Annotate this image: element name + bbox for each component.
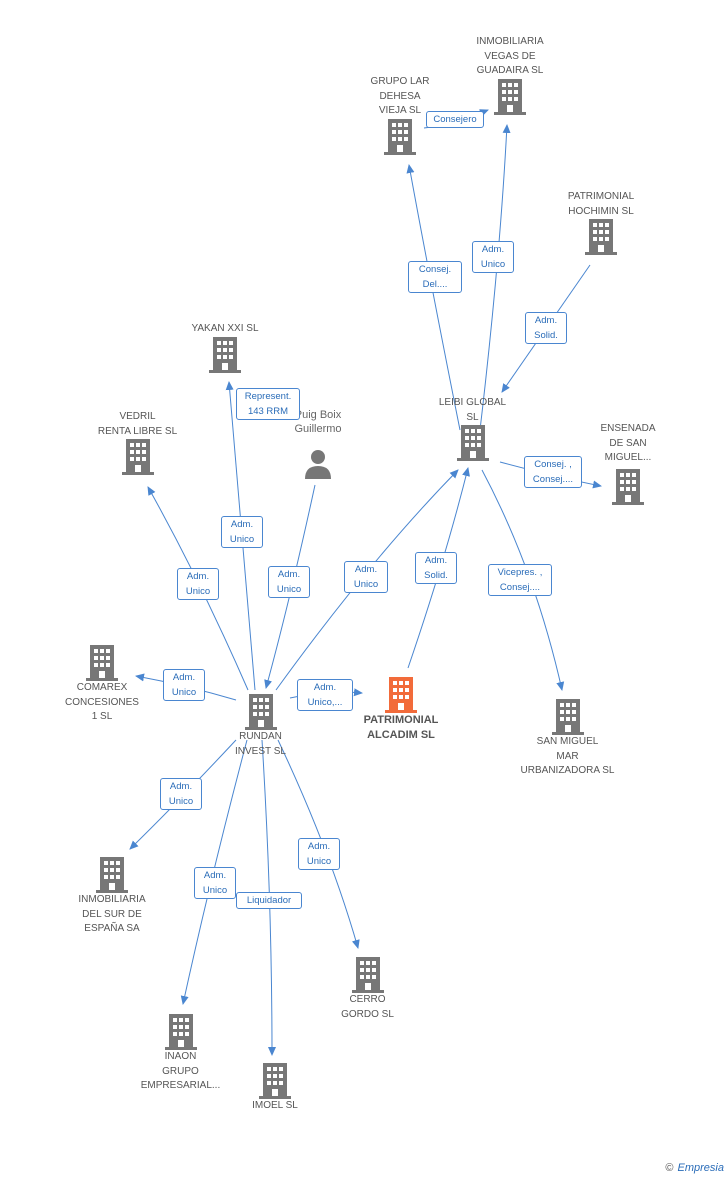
building-icon <box>121 439 154 475</box>
brand-watermark: ©Empresia <box>665 1162 724 1174</box>
node-yakan[interactable]: YAKAN XXI SL <box>175 322 275 373</box>
edge-label-adm-unico-puig[interactable]: Adm. Unico <box>268 566 310 598</box>
building-icon <box>585 219 617 255</box>
edge-label-consej-ensenada[interactable]: Consej. , Consej.... <box>524 456 582 488</box>
building-icon <box>351 957 384 993</box>
node-label: SAN MIGUEL MAR URBANIZADORA SL <box>520 736 615 776</box>
node-label: YAKAN XXI SL <box>191 323 259 334</box>
node-inaon[interactable]: INAON GRUPO EMPRESARIAL... <box>128 1014 233 1094</box>
edge-label-adm-unico-sur[interactable]: Adm. Unico <box>160 778 202 810</box>
building-icon <box>551 699 584 735</box>
node-grupo-lar[interactable]: GRUPO LAR DEHESA VIEJA SL <box>360 75 440 155</box>
node-label: INAON GRUPO EMPRESARIAL... <box>140 1051 221 1091</box>
edge-label-consejero[interactable]: Consejero <box>426 111 484 128</box>
node-label: GRUPO LAR DEHESA VIEJA SL <box>370 76 430 116</box>
node-label: PATRIMONIAL ALCADIM SL <box>363 714 439 741</box>
person-icon <box>305 450 331 479</box>
node-label: LEIBI GLOBAL SL <box>438 397 507 423</box>
node-label: INMOBILIARIA DEL SUR DE ESPAÑA SA <box>78 894 146 934</box>
building-icon <box>96 857 128 893</box>
edge-label-adm-unico-vegas[interactable]: Adm. Unico <box>472 241 514 273</box>
node-leibi[interactable]: LEIBI GLOBAL SL <box>425 396 520 461</box>
edge-label-adm-unico-inaon[interactable]: Adm. Unico <box>194 867 236 899</box>
building-icon <box>385 677 417 713</box>
node-ensenada[interactable]: ENSENADA DE SAN MIGUEL... <box>590 422 666 505</box>
node-vedril[interactable]: VEDRIL RENTA LIBRE SL <box>85 410 190 475</box>
node-label: RUNDAN INVEST SL <box>235 731 286 757</box>
node-label: Puig Boix Guillermo <box>294 409 342 435</box>
node-imoel[interactable]: IMOEL SL <box>235 1063 315 1114</box>
edge-label-adm-solid-leibi[interactable]: Adm. Solid. <box>415 552 457 584</box>
node-san-miguel[interactable]: SAN MIGUEL MAR URBANIZADORA SL <box>510 699 625 779</box>
building-icon <box>384 118 416 155</box>
edge-leibi-grupo-lar <box>406 164 461 431</box>
edge-label-consej-del[interactable]: Consej. Del.... <box>408 261 462 293</box>
node-inmobiliaria-vegas[interactable]: INMOBILIARIA VEGAS DE GUADAIRA SL <box>455 35 565 115</box>
edge-label-vicepres[interactable]: Vicepres. , Consej.... <box>488 564 552 596</box>
building-icon <box>244 694 277 730</box>
node-label: VEDRIL RENTA LIBRE SL <box>97 411 178 437</box>
node-patrimonial-alcadim[interactable]: PATRIMONIAL ALCADIM SL <box>350 677 452 742</box>
node-label: PATRIMONIAL HOCHIMIN SL <box>567 191 635 217</box>
brand-name: Empresia <box>677 1162 724 1174</box>
building-icon <box>209 336 241 373</box>
node-label: COMAREX CONCESIONES 1 SL <box>65 682 139 722</box>
building-icon <box>612 468 644 505</box>
building-icon <box>494 78 526 115</box>
node-rundan[interactable]: RUNDAN INVEST SL <box>218 694 303 759</box>
node-label: IMOEL SL <box>252 1100 298 1111</box>
building-icon <box>456 425 489 461</box>
edge-label-liquidador[interactable]: Liquidador <box>236 892 302 909</box>
node-patrimonial-hochimin[interactable]: PATRIMONIAL HOCHIMIN SL <box>550 190 652 255</box>
node-puig-boix[interactable]: Puig Boix Guillermo <box>278 408 358 480</box>
edge-label-adm-unico-alcadim[interactable]: Adm. Unico,... <box>297 679 353 711</box>
node-label: INMOBILIARIA VEGAS DE GUADAIRA SL <box>476 36 544 76</box>
edge-leibi-vegas <box>479 124 511 431</box>
copyright-symbol: © <box>665 1162 674 1174</box>
edge-label-adm-unico-cerro[interactable]: Adm. Unico <box>298 838 340 870</box>
edge-label-adm-unico-comarex[interactable]: Adm. Unico <box>163 669 205 701</box>
node-label: CERRO GORDO SL <box>341 994 394 1020</box>
edge-label-adm-unico-yakan[interactable]: Adm. Unico <box>221 516 263 548</box>
node-inmobiliaria-sur[interactable]: INMOBILIARIA DEL SUR DE ESPAÑA SA <box>62 857 162 937</box>
building-icon <box>86 645 118 681</box>
building-icon <box>164 1014 197 1050</box>
edge-label-adm-solid-hochimin[interactable]: Adm. Solid. <box>525 312 567 344</box>
node-label: ENSENADA DE SAN MIGUEL... <box>600 423 656 463</box>
node-cerro-gordo[interactable]: CERRO GORDO SL <box>325 957 410 1022</box>
edge-label-represent[interactable]: Represent. 143 RRM <box>236 388 300 420</box>
node-comarex[interactable]: COMAREX CONCESIONES 1 SL <box>52 645 152 725</box>
edge-label-adm-unico-leibi[interactable]: Adm. Unico <box>344 561 388 593</box>
building-icon <box>259 1063 291 1099</box>
edge-label-adm-unico-vedril[interactable]: Adm. Unico <box>177 568 219 600</box>
